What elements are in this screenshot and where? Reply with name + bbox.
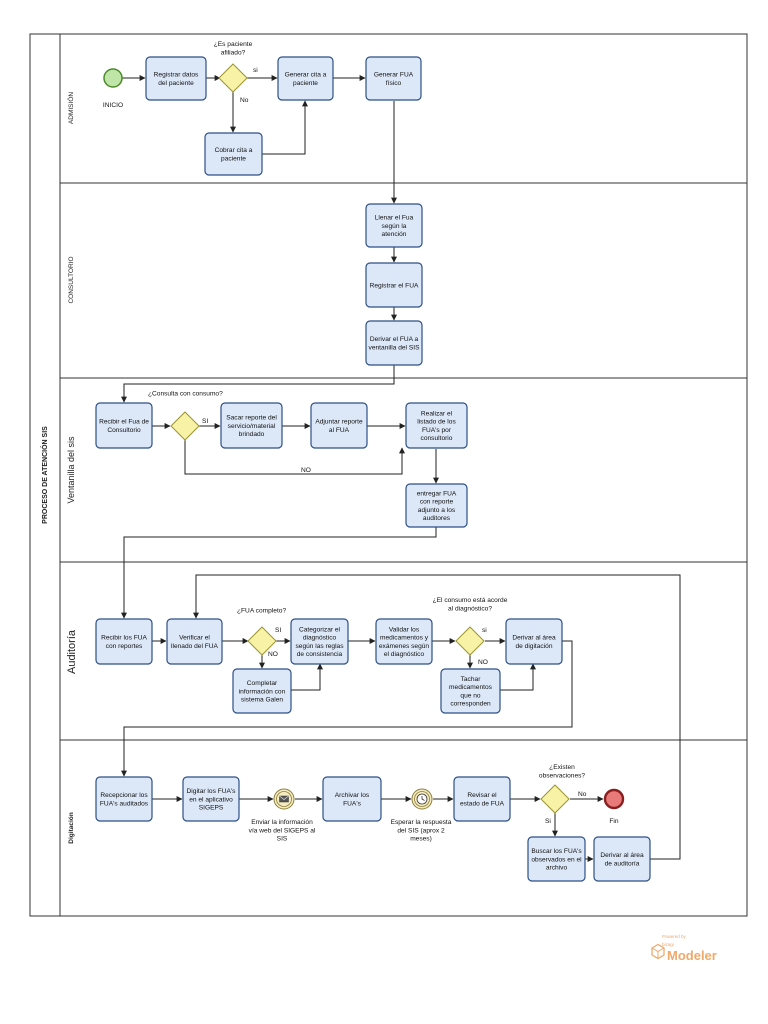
gateway-fua-completo[interactable]: ¿FUA completo? [237,607,286,656]
lane-label-admision: ADMISIÓN [66,92,75,124]
flow-label-si-afiliado: si [253,67,258,74]
flow-label-no-afiliado: No [240,97,249,104]
flow-label-si-acorde: si [482,627,487,634]
flow-label-no-completo: NO [268,651,278,658]
envelope-icon [279,795,289,803]
product-name: Modeler [667,948,717,963]
start-label: INICIO [103,102,123,109]
bizagi-hexagon-icon [651,943,665,960]
lane-label-auditoria: Auditoría [66,629,78,674]
lane-labels: ADMISIÓN CONSULTORIO Ventanilla del sis … [66,92,78,844]
flow-label-no-observaciones: No [578,791,587,798]
flow-label-no-consumo: NO [301,467,311,474]
task-label: Registrar el FUA [370,282,419,289]
bizagi-logo: Powered by bizagi Modeler [651,934,717,963]
task-registrar-fua[interactable]: Registrar el FUA [365,262,423,308]
pool-title: PROCESO DE ATENCIÓN SIS [40,426,49,524]
lane-label-ventanilla: Ventanilla del sis [66,436,76,504]
flow-label-si-observaciones: Si [545,818,551,825]
flow-label-si-consumo: SI [202,418,208,425]
gateway-question: ¿Consulta con consumo? [148,390,223,397]
lane-label-consultorio: CONSULTORIO [68,256,75,303]
end-label: Fin [609,818,618,825]
flow-label-no-acorde: NO [478,659,488,666]
start-event[interactable]: INICIO [103,68,123,109]
gateway-consulta-con-consumo[interactable]: ¿Consulta con consumo? [148,390,223,441]
lane-label-digitacion: Digitación [68,812,75,843]
pool: PROCESO DE ATENCIÓN SIS [29,33,748,917]
powered-by-text: Powered by [662,934,687,939]
company-name: bizagi [662,942,674,947]
gateway-question: ¿FUA completo? [237,607,286,614]
end-event[interactable]: Fin [603,788,625,825]
flow-label-si-completo: SI [275,627,281,634]
clock-icon [416,793,428,805]
sequence-flows [121,75,681,862]
